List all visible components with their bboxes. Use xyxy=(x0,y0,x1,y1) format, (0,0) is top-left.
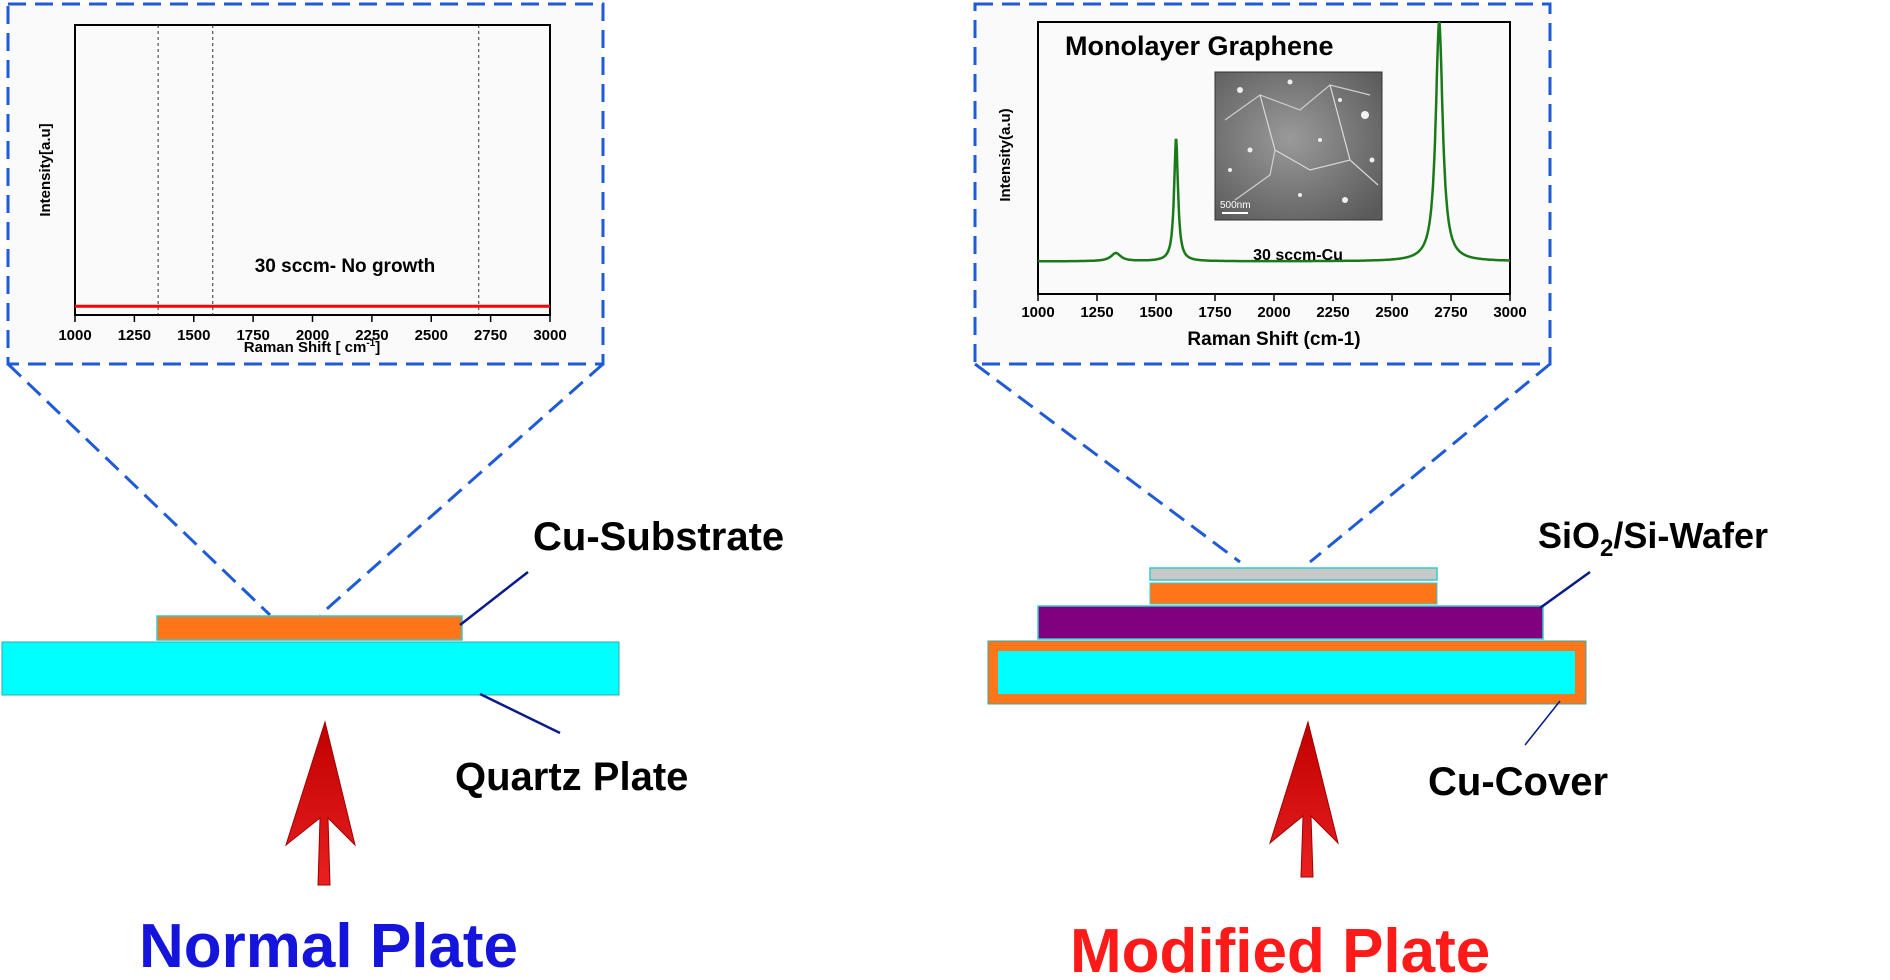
left-x-tick-label: 2500 xyxy=(415,327,448,344)
right-x-tick-label: 1750 xyxy=(1198,304,1231,321)
right-x-axis: 1000 1250 1500 1750 2000 2250 2500 2750 3000 xyxy=(1021,294,1527,321)
left-chart-annotation: 30 sccm- No growth xyxy=(255,256,436,277)
left-x-tick-label: 2000 xyxy=(296,327,329,344)
wafer-label: SiO2/Si-Wafer xyxy=(1538,515,1768,562)
left-chart: 1000 1250 1500 1750 2000 2250 2500 2750 3000 Int… xyxy=(6,2,605,366)
sem-inset-image: 500nm xyxy=(1214,71,1383,221)
left-x-axis: 1000 1250 1500 1750 2000 2250 2500 2750 3000 xyxy=(58,315,567,344)
wafer-leader xyxy=(1539,570,1591,610)
left-x-tick-label: 3000 xyxy=(533,327,566,344)
cu-cover-label: Cu-Cover xyxy=(1428,760,1608,804)
right-chart: 1000 1250 1500 1750 2000 2250 2500 2750 3000 Mon… xyxy=(973,2,1552,366)
left-x-tick-label: 1250 xyxy=(118,327,151,344)
left-zoom-line-2 xyxy=(319,362,604,617)
quartz-plate-label: Quartz Plate xyxy=(455,755,688,799)
right-x-tick-label: 1250 xyxy=(1080,304,1113,321)
right-chart-title: Monolayer Graphene xyxy=(1065,31,1334,61)
right-y-axis-label: Intensity(a.u) xyxy=(997,108,1014,201)
graphene-top-layer xyxy=(1149,567,1438,581)
modified-plate-stack: SiO2/Si-Wafer Cu-Cover xyxy=(987,515,1768,804)
left-x-tick-label: 1500 xyxy=(177,327,210,344)
quartz-plate xyxy=(1,641,620,696)
right-zoom-line-2 xyxy=(1309,362,1551,564)
left-x-tick-label: 2250 xyxy=(355,327,388,344)
up-arrow-icon xyxy=(285,720,356,886)
cu-sample xyxy=(1149,582,1438,605)
left-x-tick-label: 1750 xyxy=(236,327,269,344)
scale-bar-label: 500nm xyxy=(1220,200,1251,211)
right-x-tick-label: 1000 xyxy=(1021,304,1054,321)
right-x-tick-label: 3000 xyxy=(1493,304,1526,321)
cu-cover-leader xyxy=(1524,700,1561,746)
right-x-axis-label: Raman Shift (cm-1) xyxy=(1187,329,1360,350)
up-arrow-icon xyxy=(1269,720,1339,878)
normal-plate-title: Normal Plate xyxy=(139,912,518,980)
modified-plate-title: Modified Plate xyxy=(1070,917,1490,980)
left-x-tick-label: 1000 xyxy=(58,327,91,344)
left-x-axis-label: Raman Shift [ cm-1] xyxy=(244,338,380,356)
left-y-axis-label: Intensity[a.u] xyxy=(37,123,54,216)
right-series-line xyxy=(1037,21,1510,263)
inner-quartz-plate xyxy=(998,651,1575,694)
right-x-tick-label: 2250 xyxy=(1316,304,1349,321)
quartz-plate-leader xyxy=(479,692,561,735)
left-reference-lines xyxy=(157,25,480,315)
right-x-tick-label: 2500 xyxy=(1375,304,1408,321)
right-x-tick-label: 1500 xyxy=(1139,304,1172,321)
left-zoom-frame xyxy=(6,2,605,366)
sio2-si-wafer xyxy=(1037,605,1544,640)
cu-substrate-leader xyxy=(459,571,529,626)
right-x-tick-label: 2000 xyxy=(1257,304,1290,321)
right-chart-annotation: 30 sccm-Cu xyxy=(1253,247,1343,264)
right-zoom-line-1 xyxy=(974,362,1241,564)
normal-plate-stack: Cu-Substrate Quartz Plate xyxy=(1,515,784,799)
left-zoom-line-1 xyxy=(6,362,272,617)
cu-substrate xyxy=(156,615,463,641)
right-zoom-frame xyxy=(973,2,1552,366)
left-x-tick-label: 2750 xyxy=(474,327,507,344)
cu-substrate-label: Cu-Substrate xyxy=(533,515,784,559)
left-chart-background xyxy=(8,4,603,364)
right-x-tick-label: 2750 xyxy=(1434,304,1467,321)
